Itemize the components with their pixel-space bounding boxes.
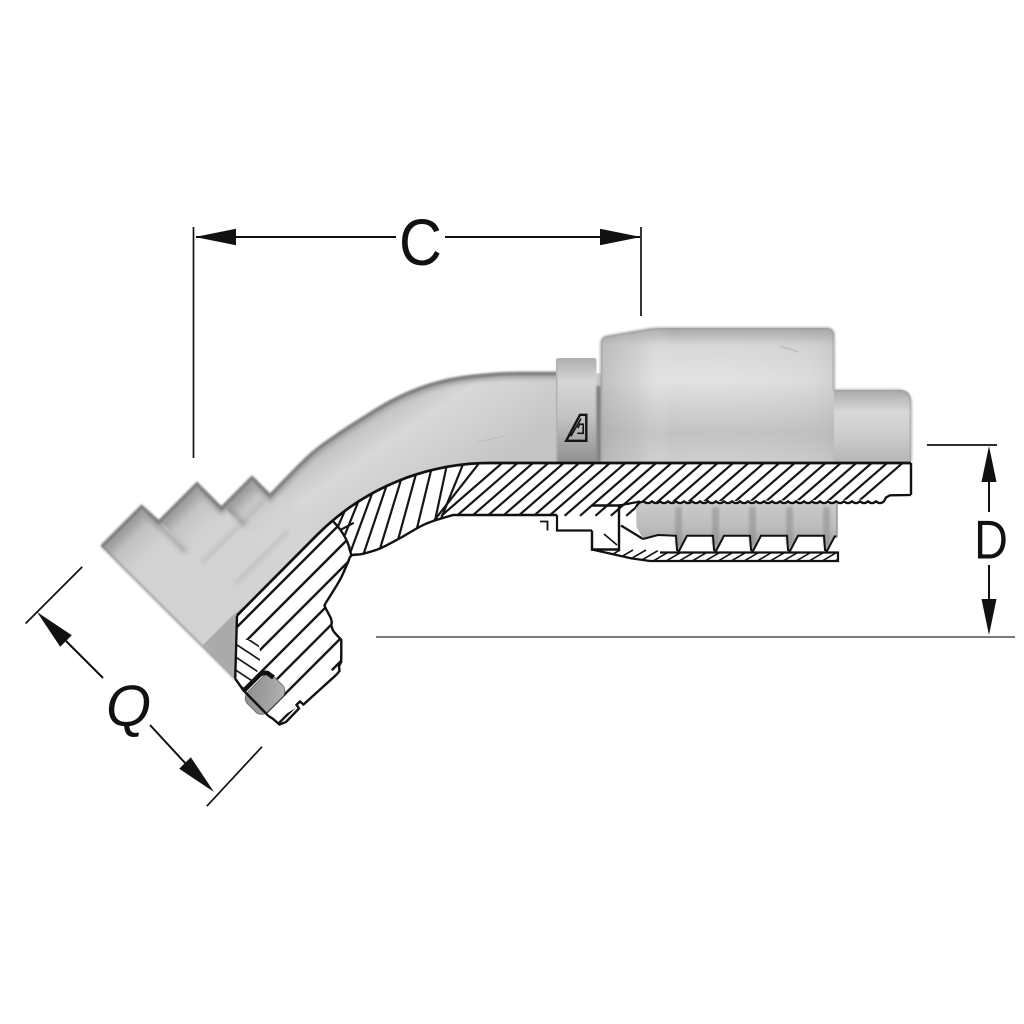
svg-text:C: C [399, 206, 442, 280]
svg-text:Q: Q [106, 674, 151, 739]
svg-text:D: D [974, 509, 1008, 570]
